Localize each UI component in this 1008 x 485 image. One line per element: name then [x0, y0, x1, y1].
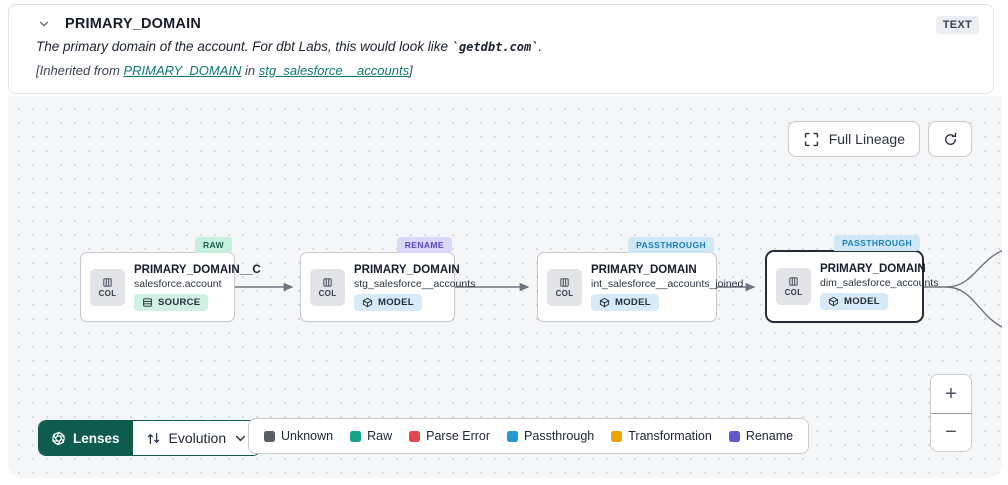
status-badge: PASSTHROUGH	[628, 237, 714, 253]
col-chip-label: COL	[98, 288, 117, 298]
legend-item-parse-error: Parse Error	[409, 429, 490, 443]
inherited-suffix: ]	[409, 63, 413, 78]
lineage-node-dim-salesforce-accounts[interactable]: PASSTHROUGH COL PRIMARY_DOMAIN dim_sales…	[765, 235, 939, 323]
status-badge: PASSTHROUGH	[834, 235, 920, 251]
inherited-column-link[interactable]: PRIMARY_DOMAIN	[123, 63, 242, 78]
legend-swatch	[507, 430, 519, 442]
description-code: `getdbt.com`	[451, 40, 539, 54]
resource-type-badge: MODEL	[591, 293, 659, 311]
resource-label: MODEL	[378, 296, 414, 308]
node-info: PRIMARY_DOMAIN stg_salesforce__accounts …	[354, 263, 476, 311]
resource-type-badge: SOURCE	[134, 293, 209, 311]
legend-swatch	[611, 430, 623, 442]
columns-icon	[559, 277, 570, 288]
description-suffix: .	[538, 39, 543, 54]
inherited-from-line: [Inherited from PRIMARY_DOMAIN in stg_sa…	[36, 63, 977, 78]
legend-item-raw: Raw	[350, 429, 392, 443]
node-body: COL PRIMARY_DOMAIN int_salesforce__accou…	[538, 253, 744, 321]
inherited-prefix: [Inherited from	[36, 63, 124, 78]
status-legend: Unknown Raw Parse Error Passthrough Tran…	[248, 418, 810, 454]
refresh-button[interactable]	[928, 121, 972, 157]
aperture-icon	[51, 431, 66, 446]
legend-item-transformation: Transformation	[611, 429, 712, 443]
status-badge: RAW	[194, 237, 232, 253]
column-title: PRIMARY_DOMAIN	[65, 16, 201, 32]
lineage-node-int-salesforce-accounts-joined[interactable]: PASSTHROUGH COL PRIMARY_DOMAIN int_sales…	[537, 237, 744, 322]
col-chip-label: COL	[318, 288, 337, 298]
zoom-controls: + −	[930, 374, 972, 452]
legend-swatch	[350, 430, 362, 442]
node-body: COL PRIMARY_DOMAIN stg_salesforce__accou…	[301, 253, 476, 321]
source-icon	[142, 297, 153, 308]
description-text: The primary domain of the account. For d…	[36, 39, 452, 54]
column-chip: COL	[310, 268, 345, 306]
lenses-control: Lenses Evolution	[38, 420, 262, 456]
resource-label: MODEL	[844, 296, 880, 307]
legend-label: Transformation	[628, 429, 712, 443]
full-lineage-button[interactable]: Full Lineage	[787, 121, 920, 157]
zoom-in-button[interactable]: +	[931, 375, 971, 413]
resource-label: MODEL	[615, 296, 651, 308]
evolution-icon	[146, 431, 161, 446]
legend-item-passthrough: Passthrough	[507, 429, 594, 443]
column-chip: COL	[776, 268, 811, 305]
full-lineage-label: Full Lineage	[828, 131, 905, 147]
lineage-node-stg-salesforce-accounts[interactable]: RENAME COL PRIMARY_DOMAIN stg_salesforce…	[300, 237, 476, 322]
model-cube-icon	[362, 297, 373, 308]
resource-type-badge: MODEL	[354, 293, 422, 311]
title-row: PRIMARY_DOMAIN	[36, 16, 977, 32]
legend-swatch	[409, 430, 421, 442]
node-column-name: PRIMARY_DOMAIN	[820, 263, 926, 275]
node-model-name: dim_salesforce_accounts	[820, 277, 939, 289]
columns-icon	[788, 276, 799, 287]
resource-label: SOURCE	[158, 296, 201, 308]
lens-select-dropdown[interactable]: Evolution	[131, 421, 261, 455]
zoom-out-button[interactable]: −	[931, 413, 971, 451]
node-info: PRIMARY_DOMAIN dim_salesforce_accounts M…	[820, 263, 939, 310]
collapse-chevron-icon[interactable]	[36, 16, 52, 32]
column-type-badge: TEXT	[935, 16, 979, 34]
legend-label: Parse Error	[426, 429, 491, 443]
node-body: COL PRIMARY_DOMAIN__C salesforce.account…	[81, 253, 261, 321]
col-chip-label: COL	[784, 288, 803, 297]
columns-icon	[102, 277, 113, 288]
status-badge: RENAME	[396, 237, 452, 253]
inherited-middle: in	[241, 63, 259, 78]
legend-swatch	[264, 430, 275, 442]
chevron-down-icon	[234, 432, 247, 445]
node-info: PRIMARY_DOMAIN__C salesforce.account SOU…	[134, 263, 261, 311]
node-body: COL PRIMARY_DOMAIN dim_salesforce_accoun…	[767, 252, 939, 321]
model-cube-icon	[828, 296, 839, 307]
legend-label: Raw	[367, 429, 393, 443]
node-column-name: PRIMARY_DOMAIN__C	[134, 263, 261, 276]
model-cube-icon	[599, 297, 610, 308]
columns-icon	[322, 277, 333, 288]
column-chip: COL	[90, 268, 125, 306]
node-column-name: PRIMARY_DOMAIN	[354, 263, 460, 276]
col-chip-label: COL	[555, 288, 574, 298]
lenses-label: Lenses	[73, 430, 120, 446]
legend-item-unknown: Unknown	[264, 429, 333, 443]
inherited-model-link[interactable]: stg_salesforce__accounts	[258, 63, 410, 78]
column-chip: COL	[547, 268, 582, 306]
refresh-icon	[942, 131, 959, 148]
node-model-name: salesforce.account	[134, 277, 222, 290]
legend-label: Passthrough	[524, 429, 595, 443]
lens-selected-value: Evolution	[168, 430, 227, 446]
legend-label: Unknown	[281, 429, 334, 443]
legend-item-rename: Rename	[728, 429, 794, 443]
column-description: The primary domain of the account. For d…	[36, 39, 977, 54]
lineage-node-salesforce-account[interactable]: RAW COL PRIMARY_DOMAIN__C salesforce.acc…	[80, 237, 261, 322]
node-column-name: PRIMARY_DOMAIN	[591, 263, 697, 276]
lineage-canvas[interactable]: Full Lineage RAW COL PRIMARY_DOMAIN__C s…	[8, 96, 1002, 478]
fullscreen-icon	[803, 131, 820, 148]
node-model-name: int_salesforce__accounts_joined	[591, 277, 744, 290]
resource-type-badge: MODEL	[820, 293, 888, 310]
legend-swatch	[728, 430, 740, 442]
lenses-button[interactable]: Lenses	[39, 421, 132, 455]
legend-label: Rename	[745, 429, 794, 443]
node-info: PRIMARY_DOMAIN int_salesforce__accounts_…	[591, 263, 744, 311]
column-header-card: PRIMARY_DOMAIN TEXT The primary domain o…	[8, 4, 994, 94]
node-model-name: stg_salesforce__accounts	[354, 277, 476, 290]
